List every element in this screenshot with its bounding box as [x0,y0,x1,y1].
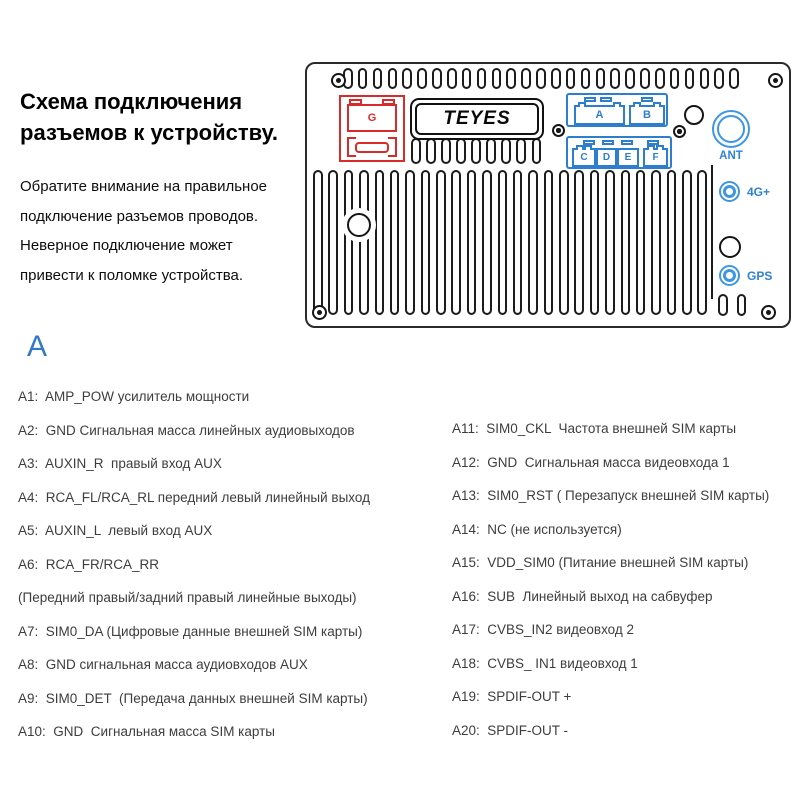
page-title: Схема подключения разъемов к устройству. [20,86,320,148]
screw-icon [673,125,686,138]
connector-a: A [574,102,625,125]
pin-item: A15: VDD_SIM0 (Питание внешней SIM карты… [452,555,749,571]
screw-icon [312,305,327,320]
connector-group-cdef: C D E F [566,136,672,169]
screw-icon [331,73,346,88]
screw-icon [768,73,783,88]
pin-item: A20: SPDIF-OUT - [452,722,569,738]
gps-port-label: GPS [747,269,773,283]
connector-e-label: E [624,152,632,163]
pin-item: A6: RCA_FR/RCA_RR [18,556,160,572]
ant-port-label: ANT [719,150,743,162]
screw-icon [761,305,776,320]
intro-line: привести к поломке устройства. [20,266,244,284]
pin-list-left-column: A1: AMP_POW усилитель мощности A2: GND С… [18,389,370,758]
device-rear-panel: G TEYES A B [305,62,791,328]
connector-tab [583,140,595,145]
connector-g: G [339,95,405,162]
intro-line: Обратите внимание на правильное [20,178,268,195]
connector-tab [600,97,612,102]
connector-tab [647,140,659,145]
pin-item: A10: GND Сигнальная масса SIM карты [18,724,275,740]
connector-ear [576,145,584,150]
connector-bracket [347,137,356,157]
connector-g-label: G [347,104,397,132]
4g-port-inner-ring [723,185,736,198]
4g-antenna-port [719,181,740,202]
intro-line: Неверное подключение может [20,237,233,254]
connector-bracket [388,137,397,157]
connector-ear [578,102,586,107]
vent-hole-circle [347,213,371,237]
pin-item: A12: GND Сигнальная масса видеовхода 1 [452,454,730,470]
round-hole [684,105,704,125]
connector-ear [584,145,592,150]
pin-item: A16: SUB Линейный выход на сабвуфер [452,588,713,604]
connector-ear [653,102,661,107]
vent-slots-top [343,68,739,89]
pin-item: A19: SPDIF-OUT + [452,689,572,705]
pin-item-continuation: (Передний правый/задний правый линейные … [18,590,357,606]
pin-item: A8: GND сигнальная масса аудиовходов AUX [18,657,308,673]
connector-tab [584,97,596,102]
connector-f-label: F [652,152,659,163]
connector-d-label: D [602,152,611,163]
pin-item: A7: SIM0_DA (Цифровые данные внешней SIM… [18,623,363,639]
connector-a-label: A [595,109,604,121]
4g-port-label: 4G+ [747,185,771,199]
pin-item: A9: SIM0_DET (Передача данных внешней SI… [18,690,368,706]
pin-item: A1: AMP_POW усилитель мощности [18,389,250,404]
brand-logo-text: TEYES [415,103,539,135]
connector-b: B [629,102,665,125]
connector-b-label: B [643,109,651,121]
vent-slots-mid [411,138,541,164]
intro-paragraph: Обратите внимание на правильное подключе… [20,172,320,290]
pin-item: A13: SIM0_RST ( Перезапуск внешней SIM к… [452,488,770,504]
round-hole [719,236,741,258]
pin-item: A14: NC (не используется) [452,521,622,537]
title-line-2: разъемов к устройству. [20,120,278,145]
panel-divider-line [711,165,713,299]
pin-section-heading: A [27,330,48,363]
screw-icon [552,124,565,137]
connector-bar [355,142,389,153]
connector-c: C [572,145,596,167]
pin-item: A2: GND Сигнальная масса линейных аудиов… [18,422,355,438]
gps-port-inner-ring [723,269,736,282]
connector-f: F [643,145,668,167]
ant-port [712,110,750,148]
connector-group-ab: A B [566,93,668,127]
pin-item: A5: AUXIN_L левый вход AUX [18,523,213,539]
title-line-1: Схема подключения [20,89,243,114]
pin-item: A4: RCA_FL/RCA_RL передний левый линейны… [18,489,370,505]
ant-port-inner-ring [717,115,745,143]
vent-slots-main [313,170,707,315]
gps-antenna-port [719,265,740,286]
pin-item: A3: AUXIN_R правый вход AUX [18,456,222,472]
connector-d: D [596,148,617,167]
connector-tab [602,140,614,145]
brand-logo: TEYES [410,98,544,140]
pin-item: A11: SIM0_CKL Частота внешней SIM карты [452,421,737,436]
pin-list-right-column: A11: SIM0_CKL Частота внешней SIM карты … [452,421,769,756]
connector-ear [613,102,621,107]
pin-item: A18: CVBS_ IN1 видеовход 1 [452,655,638,671]
vent-slots-bottom-right [718,294,746,316]
connector-ear [656,145,664,150]
connector-e: E [617,148,639,167]
connector-tab [621,140,633,145]
intro-line: подключение разъемов проводов. [20,207,259,225]
connector-c-label: C [580,152,588,163]
connector-ear [633,102,641,107]
connector-ear [647,145,655,150]
connector-tab [641,97,653,102]
pin-item: A17: CVBS_IN2 видеовход 2 [452,622,635,638]
